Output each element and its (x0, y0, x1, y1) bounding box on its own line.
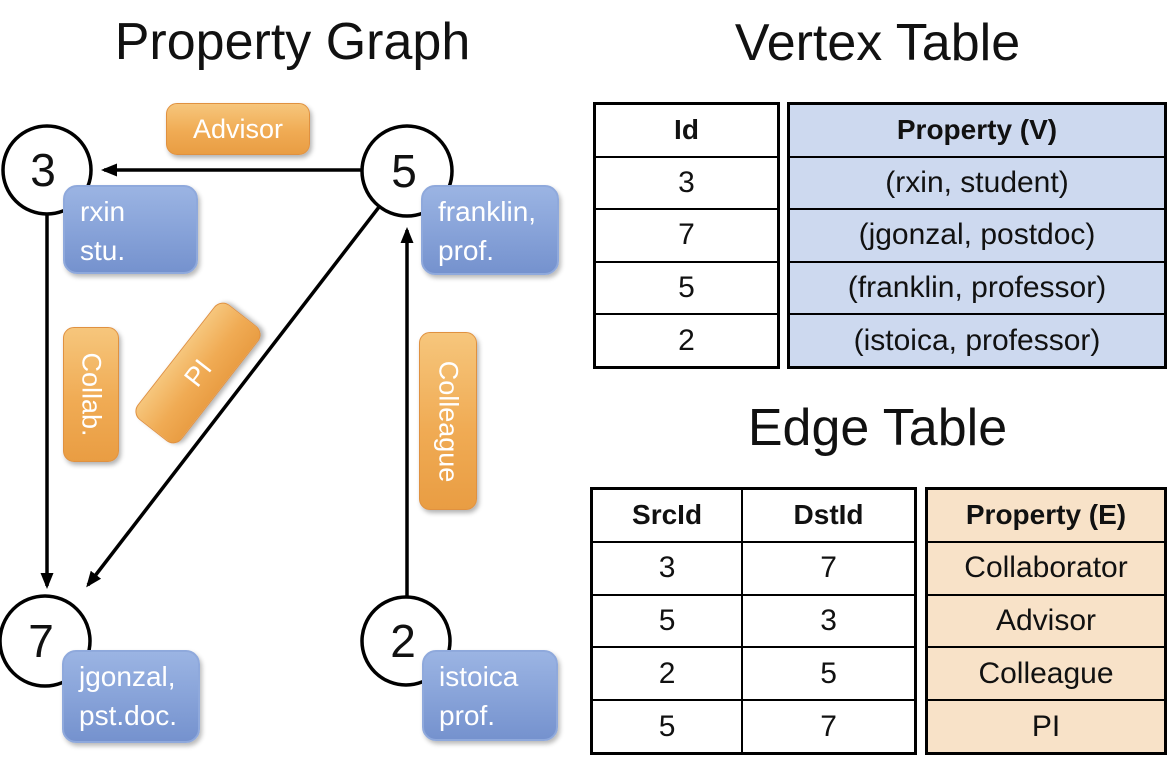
edge-label-colleague-text: Colleague (433, 360, 464, 482)
edge-arrow-5-to-7 (86, 192, 391, 588)
edge-table-srcid-cell: 5 (593, 596, 742, 649)
edge-table-srcid-cell: 3 (593, 543, 742, 596)
edge-label-colleague: Colleague (419, 332, 477, 510)
vertex-table-title: Vertex Table (734, 14, 1021, 72)
vertex-3-property-line1: rxin (80, 196, 126, 227)
edge-table-dstid-column: DstId 7 3 5 7 (743, 490, 914, 752)
edge-table-property-cell: Colleague (928, 648, 1164, 702)
vertex-5-property-label: franklin, prof. (421, 185, 559, 275)
edge-table-property-cell: PI (928, 701, 1164, 752)
vertex-table-property-header: Property (V) (790, 105, 1164, 158)
vertex-3-property-line2: stu. (80, 235, 126, 267)
edge-table-title: Edge Table (747, 399, 1008, 457)
edge-table-property-cell: Collaborator (928, 542, 1164, 596)
vertex-table-id-cell: 7 (596, 210, 777, 263)
edge-table-dstid-header: DstId (743, 490, 914, 543)
vertex-table-property-column: Property (V) (rxin, student) (jgonzal, p… (787, 102, 1167, 369)
vertex-3-id: 3 (30, 143, 56, 196)
vertex-7-property-line1: jgonzal, (79, 661, 176, 692)
vertex-7-property-label: jgonzal, pst.doc. (62, 650, 200, 743)
edge-label-collab-text: Collab. (76, 352, 107, 437)
vertex-table-property-cell: (jgonzal, postdoc) (790, 210, 1164, 263)
vertex-3-property-label: rxin stu. (63, 185, 198, 274)
vertex-table-id-column: Id 3 7 5 2 (593, 102, 780, 369)
edge-table-dstid-cell: 7 (743, 543, 914, 596)
vertex-7-id: 7 (28, 614, 54, 667)
vertex-2-id: 2 (390, 614, 416, 667)
vertex-2-property-line2: prof. (439, 700, 496, 732)
edge-table-dstid-cell: 3 (743, 596, 914, 649)
vertex-5-property-line2: prof. (438, 235, 495, 267)
vertex-table-id-cell: 3 (596, 158, 777, 211)
edge-label-pi-text: PI (177, 353, 218, 392)
edge-table-srcid-cell: 2 (593, 648, 742, 702)
edge-label-advisor-text: Advisor (192, 113, 284, 144)
vertex-table-id-header: Id (596, 105, 777, 158)
edge-table-id-columns: SrcId 3 5 2 5 DstId 7 3 5 7 (590, 487, 917, 755)
property-graph-figure (0, 124, 454, 688)
vertex-5-id: 5 (391, 144, 417, 197)
edge-table-srcid-column: SrcId 3 5 2 5 (593, 490, 744, 752)
vertex-table-property-cell: (rxin, student) (790, 157, 1164, 211)
property-graph-title: Property Graph (114, 13, 471, 71)
vertex-table-property-cell: (franklin, professor) (790, 262, 1164, 316)
vertex-table-id-cell: 2 (678, 323, 695, 357)
edge-table-srcid-cell: 5 (658, 709, 676, 743)
vertex-7-property-line2: pst.doc. (79, 700, 178, 732)
vertex-table-property-cell: (istoica, professor) (790, 315, 1164, 366)
edge-table-property-header: Property (E) (928, 490, 1164, 543)
edge-table-property-cell: Advisor (928, 595, 1164, 649)
edge-label-collab: Collab. (63, 327, 119, 462)
vertex-2-property-label: istoica prof. (422, 650, 558, 741)
edge-table-srcid-header: SrcId (593, 490, 742, 543)
vertex-5-property-line1: franklin, (438, 196, 537, 227)
edge-table-property-column: Property (E) Collaborator Advisor Collea… (925, 487, 1167, 755)
vertex-table-id-cell: 5 (596, 263, 777, 316)
edge-label-advisor: Advisor (166, 103, 310, 155)
vertex-2-property-line1: istoica (439, 661, 519, 692)
edge-table-dstid-cell: 7 (820, 709, 837, 743)
edge-table-dstid-cell: 5 (743, 648, 914, 702)
